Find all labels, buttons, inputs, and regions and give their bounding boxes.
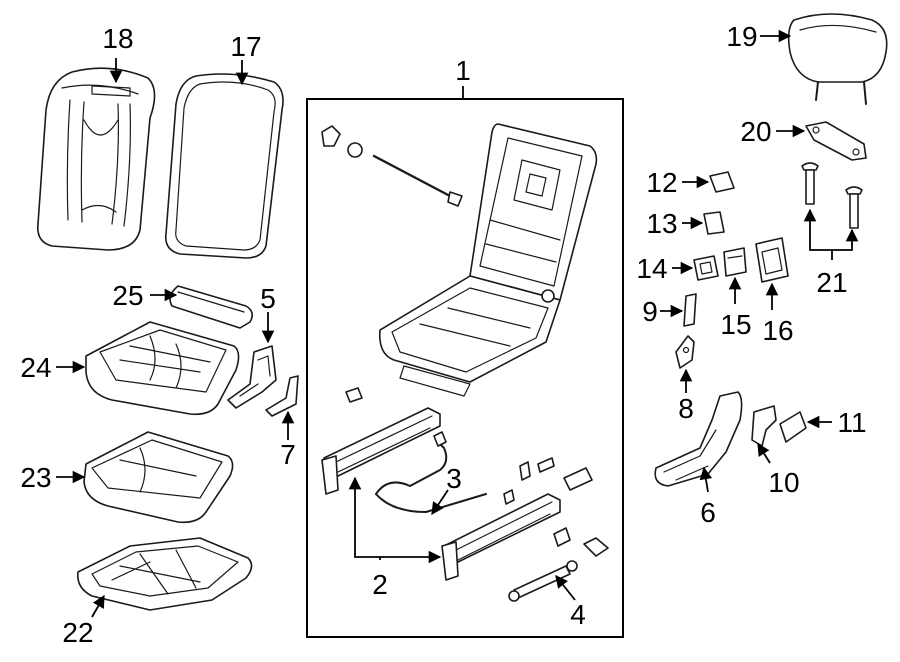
part-12-clip [709,171,735,193]
callout-4: 4 [570,599,586,630]
part-21-bolts [801,162,863,229]
callout-17: 17 [230,31,261,62]
part-16-handle [755,237,789,283]
callout-7: 7 [280,439,296,470]
part-18-seat-back-cover [36,67,156,251]
callout-6: 6 [700,497,716,528]
callout-2: 2 [372,569,388,600]
part-5-side-trim [227,345,277,409]
part-2-seat-rail-upper [321,407,441,495]
callout-16: 16 [762,315,793,346]
part-14-cover [693,255,719,281]
callout-labels: 1 2 3 4 5 6 7 8 9 10 11 12 13 14 15 16 1… [20,21,866,648]
callout-24: 24 [20,352,51,383]
callout-3: 3 [446,463,462,494]
assembly-frame-box [306,98,624,638]
part-20-headrest-guide [805,121,867,161]
rail-clip [345,387,363,403]
callout-10: 10 [768,467,799,498]
callout-5: 5 [260,283,276,314]
callout-11: 11 [837,407,866,438]
callout-15: 15 [720,309,751,340]
part-11-cover [779,411,807,443]
part-25-pad [169,285,254,329]
part-3-release-cable [375,431,487,513]
part-9-strip [683,293,697,327]
part-10-trim [751,405,777,447]
callout-23: 23 [20,462,51,493]
rail-hardware [503,457,609,557]
part-1-seat-frame [321,123,598,397]
part-7-bracket [265,375,299,417]
callout-1: 1 [455,55,471,86]
callout-9: 9 [642,296,658,327]
part-19-headrest [787,13,888,105]
part-6-side-shield [654,391,743,487]
callout-25: 25 [112,280,143,311]
callout-13: 13 [646,208,677,239]
part-17-seat-back-panel [164,73,284,259]
part-8-bracket [675,335,695,369]
callout-14: 14 [636,253,667,284]
part-2-seat-rail-lower [441,493,561,581]
part-24-cushion-cover [85,321,240,416]
part-4-gas-strut [508,560,578,602]
part-23-cushion-pad [83,431,234,524]
callout-19: 19 [726,21,757,52]
callout-20: 20 [740,116,771,147]
callout-22: 22 [62,617,93,648]
part-22-cushion-tray [76,537,253,611]
callout-8: 8 [678,393,694,424]
callout-21: 21 [816,267,847,298]
callout-18: 18 [102,23,133,54]
part-13-cap [703,211,725,235]
part-15-bezel [723,247,747,277]
callout-12: 12 [646,167,677,198]
